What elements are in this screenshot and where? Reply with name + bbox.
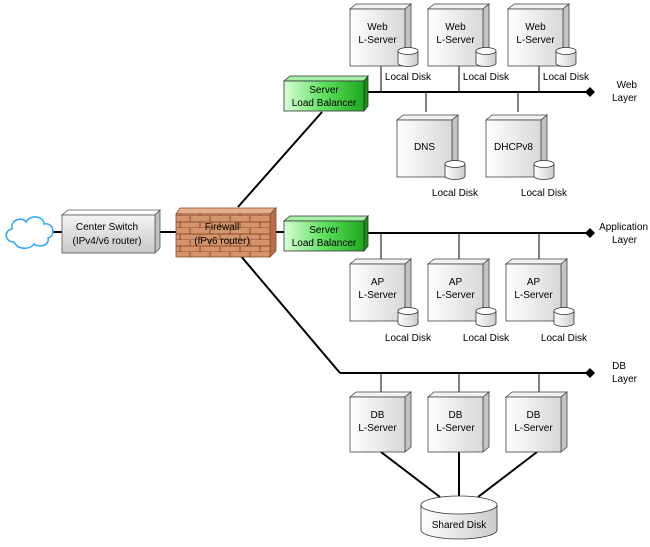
firewall-label-2: (IPv6 router) xyxy=(194,236,250,247)
web-bus-end xyxy=(585,87,595,97)
web-layer-label-1: Web xyxy=(617,80,638,91)
ap-local-disk-2-label: Local Disk xyxy=(463,333,510,344)
db-l-server-3-label-2: L-Server xyxy=(514,423,553,434)
firewall: Firewall (IPv6 router) xyxy=(175,207,277,258)
ap-local-disk-3-label: Local Disk xyxy=(541,333,588,344)
link-firewall-db xyxy=(239,254,341,374)
dhcp-local-disk-label: Local Disk xyxy=(521,188,568,199)
connections xyxy=(52,91,590,498)
link-firewall-web-lb xyxy=(237,111,323,208)
web-lb-label-1: Server xyxy=(309,85,339,96)
dns-server: DNS xyxy=(395,114,460,178)
app-load-balancer: Server Load Balancer xyxy=(282,214,369,253)
ap-l-server-1-label-2: L-Server xyxy=(358,290,397,301)
center-switch: Center Switch (IPv4/v6 router) xyxy=(60,209,161,254)
shared-disk: Shared Disk xyxy=(420,495,498,540)
web-local-disk-2: Local Disk xyxy=(463,47,510,83)
web-l-server-2-label-2: L-Server xyxy=(436,35,475,46)
dhcp-server: DHCPv8 xyxy=(484,114,549,178)
web-l-server-1-label-2: L-Server xyxy=(358,35,397,46)
db-l-server-3-label-1: DB xyxy=(527,410,541,421)
ap-l-server-3-label-2: L-Server xyxy=(514,290,553,301)
ap-l-server-1: AP L-Server xyxy=(348,258,413,322)
dns-server-label-1: DNS xyxy=(414,142,435,153)
db-l-server-2: DB L-Server xyxy=(426,391,491,453)
ap-local-disk-1-label: Local Disk xyxy=(385,333,432,344)
firewall-label-1: Firewall xyxy=(205,222,239,233)
db-layer-label-1: DB xyxy=(612,361,626,372)
center-switch-label-1: Center Switch xyxy=(76,222,138,233)
web-load-balancer: Server Load Balancer xyxy=(282,74,369,113)
dhcp-server-label-1: DHCPv8 xyxy=(494,142,533,153)
dhcp-local-disk: Local Disk xyxy=(521,160,568,199)
app-bus-end xyxy=(585,228,595,238)
web-lb-label-2: Load Balancer xyxy=(292,98,357,109)
db-l-server-1-label-2: L-Server xyxy=(358,423,397,434)
db-l-server-1-label-1: DB xyxy=(371,410,385,421)
web-l-server-2-label-1: Web xyxy=(445,22,466,33)
ap-l-server-3: AP L-Server xyxy=(504,258,569,322)
db-l-server-1: DB L-Server xyxy=(348,391,413,453)
web-local-disk-2-label: Local Disk xyxy=(463,72,510,83)
web-l-server-3-label-1: Web xyxy=(525,22,546,33)
app-layer-label-1: Application xyxy=(599,222,648,233)
ap-l-server-2-label-2: L-Server xyxy=(436,290,475,301)
web-l-server-1-label-1: Web xyxy=(367,22,388,33)
ap-l-server-2: AP L-Server xyxy=(426,258,491,322)
app-lb-label-2: Load Balancer xyxy=(292,238,357,249)
dns-local-disk-label: Local Disk xyxy=(432,188,479,199)
internet-cloud-icon xyxy=(5,216,54,249)
ap-l-server-3-label-1: AP xyxy=(527,277,541,288)
shared-disk-label: Shared Disk xyxy=(432,520,487,531)
web-local-disk-1: Local Disk xyxy=(385,47,432,83)
app-lb-label-1: Server xyxy=(309,225,339,236)
web-local-disk-1-label: Local Disk xyxy=(385,72,432,83)
db-l-server-2-label-2: L-Server xyxy=(436,423,475,434)
dns-local-disk: Local Disk xyxy=(432,160,479,199)
ap-l-server-1-label-1: AP xyxy=(371,277,385,288)
web-layer-label-2: Layer xyxy=(612,93,638,104)
app-layer-label-2: Layer xyxy=(612,235,638,246)
db-l-server-2-label-1: DB xyxy=(449,410,463,421)
ap-local-disk-1: Local Disk xyxy=(385,307,432,344)
link-db1-shared xyxy=(380,451,441,498)
db-bus-end xyxy=(585,368,595,378)
center-switch-label-2: (IPv4/v6 router) xyxy=(73,236,142,247)
link-db3-shared xyxy=(477,451,538,498)
ap-local-disk-3: Local Disk xyxy=(541,307,588,344)
web-local-disk-3: Local Disk xyxy=(543,47,590,83)
db-l-server-3: DB L-Server xyxy=(504,391,569,453)
ap-local-disk-2: Local Disk xyxy=(463,307,510,344)
db-layer-label-2: Layer xyxy=(612,374,638,385)
web-local-disk-3-label: Local Disk xyxy=(543,72,590,83)
ap-l-server-2-label-1: AP xyxy=(449,277,463,288)
web-l-server-3-label-2: L-Server xyxy=(516,35,555,46)
